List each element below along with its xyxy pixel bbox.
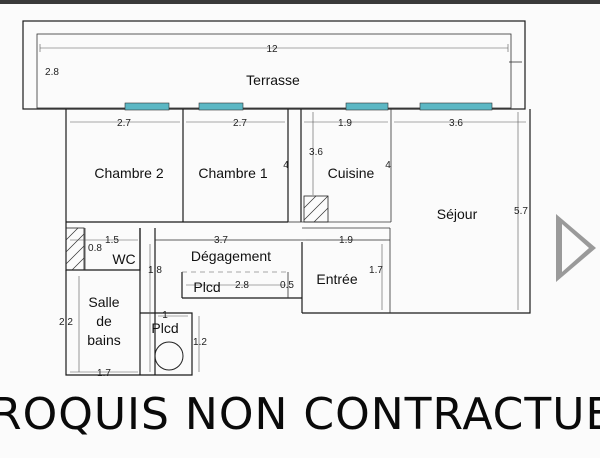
disclaimer-text: ROQUIS NON CONTRACTUEL: [0, 389, 600, 440]
room-degagement: Dégagement: [191, 248, 271, 264]
room-wc: WC: [112, 251, 135, 267]
dim-placard2-depth: 1.2: [193, 337, 207, 348]
dim-entree-depth: 1.7: [369, 265, 383, 276]
terrasse-outer: [22, 20, 526, 110]
dim-sejour-width: 3.6: [449, 118, 463, 129]
dim-chambre1-depth: 4: [283, 160, 289, 171]
room-terrasse: Terrasse: [246, 72, 300, 88]
window-sejour: [419, 102, 493, 111]
dim-wc-width: 1.5: [105, 235, 119, 246]
dimension-lines: [39, 44, 526, 373]
window-chambre1: [198, 102, 244, 111]
placard2-walls: [140, 312, 193, 376]
room-placard1: Plcd: [193, 279, 220, 295]
dim-cuisine-depth: 3.6: [309, 147, 323, 158]
dim-placard1-depth: 0.5: [280, 280, 294, 291]
dim-terrasse-width: 12: [266, 44, 278, 55]
window-chambre2: [124, 102, 170, 111]
dim-salle-depth: 2.2: [59, 317, 73, 328]
dim-cuisine-width: 1.9: [338, 118, 352, 129]
room-salle-line2: de: [96, 313, 112, 329]
cuisine-hatch: [303, 195, 329, 223]
disclaimer-banner: ROQUIS NON CONTRACTUEL: [0, 385, 600, 445]
room-entree: Entrée: [316, 271, 357, 287]
room-chambre2: Chambre 2: [94, 165, 163, 181]
dim-chambre2-width: 2.7: [117, 118, 131, 129]
dim-wc-depth: 0.8: [88, 243, 102, 254]
terrasse-inner: [36, 33, 512, 109]
room-salle-line1: Salle: [88, 294, 119, 310]
wall-east: [302, 109, 531, 314]
salle-walls: [65, 270, 140, 376]
dim-cuisine-side: 4: [385, 160, 391, 171]
play-triangle-icon[interactable]: [556, 214, 596, 282]
dim-terrasse-depth: 2.8: [45, 67, 59, 78]
wc-hatch: [65, 227, 85, 271]
wc-hatch-box: [65, 227, 85, 271]
room-cuisine: Cuisine: [328, 165, 375, 181]
shower-drain: [154, 341, 184, 371]
dim-placard2-width: 1: [162, 310, 168, 321]
room-salle-line3: bains: [87, 332, 120, 348]
dim-degagement-width: 3.7: [214, 235, 228, 246]
dim-corridor-depth: 1.8: [148, 265, 162, 276]
room-sejour: Séjour: [437, 206, 478, 222]
dim-sejour-depth: 5.7: [514, 206, 528, 217]
window-cuisine: [345, 102, 389, 111]
top-bar: [0, 0, 600, 4]
dim-chambre1-width: 2.7: [233, 118, 247, 129]
dim-placard1-width: 2.8: [235, 280, 249, 291]
dim-salle-width: 1.7: [97, 368, 111, 379]
room-chambre1: Chambre 1: [198, 165, 267, 181]
dim-entree-width: 1.9: [339, 235, 353, 246]
room-placard2: Plcd: [151, 320, 178, 336]
